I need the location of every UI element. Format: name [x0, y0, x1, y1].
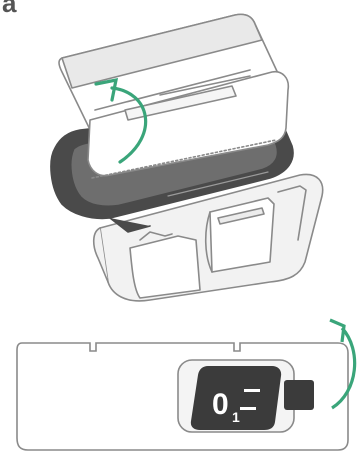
- open-case-illustration: [51, 14, 323, 300]
- switch-mark-bottom: [240, 407, 256, 410]
- switch-illustration: 0 1: [17, 320, 355, 450]
- switch-sub-digit: 1: [232, 409, 240, 425]
- switch-tab: [284, 380, 314, 410]
- switch-mark-top: [244, 389, 260, 392]
- switch-main-digit: 0: [212, 388, 229, 421]
